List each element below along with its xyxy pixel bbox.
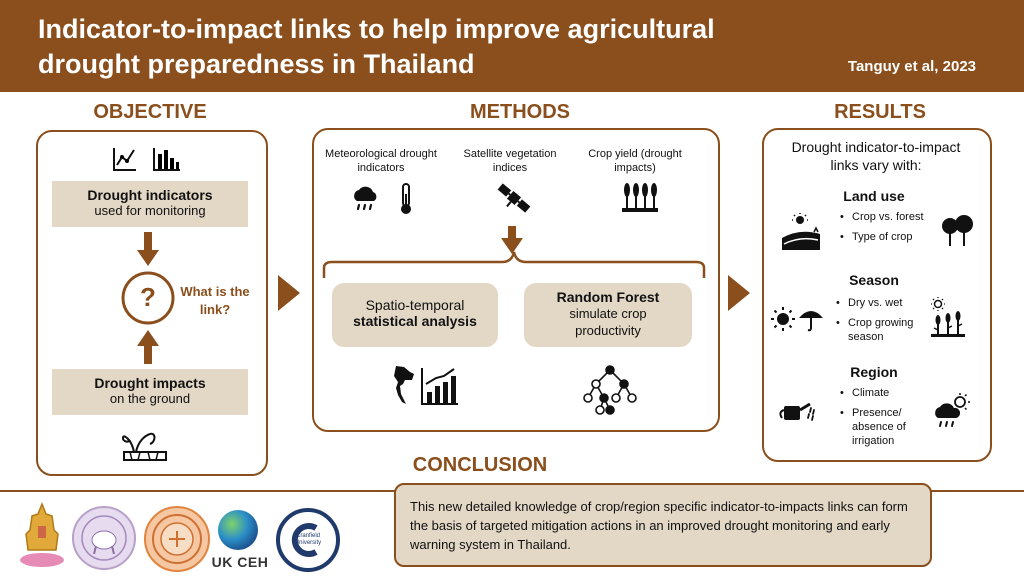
methods-heading: METHODS bbox=[470, 101, 570, 123]
region-list: Climate Presence/ absence of irrigation bbox=[840, 386, 936, 448]
rain-cloud-icon bbox=[350, 184, 380, 214]
question-mark: ? bbox=[140, 282, 156, 312]
watering-can-icon bbox=[778, 398, 818, 432]
link-question: What is the link? bbox=[180, 284, 250, 317]
growing-crops-icon bbox=[928, 296, 968, 338]
random-forest-sub: simulate crop productivity bbox=[569, 306, 647, 338]
citation: Tanguy et al, 2023 bbox=[847, 58, 976, 75]
land-use-list: Crop vs. forest Type of crop bbox=[840, 210, 932, 244]
bar-chart-icon bbox=[152, 146, 182, 172]
methods-panel bbox=[312, 128, 720, 432]
ukceh-globe-icon bbox=[216, 508, 260, 552]
header-banner bbox=[0, 0, 1024, 92]
cranfield-logo-text: Cranfield University bbox=[294, 533, 322, 546]
methods-down-arrow bbox=[501, 226, 523, 254]
conclusion-text: This new detailed knowledge of crop/regi… bbox=[410, 499, 908, 552]
drought-indicators-label: Drought indicators bbox=[87, 187, 213, 203]
statistical-analysis-box: Spatio-temporal statistical analysis bbox=[332, 283, 498, 347]
list-item: Crop growing season bbox=[836, 316, 932, 344]
forest-trees-icon bbox=[940, 214, 974, 248]
random-forest-box: Random Forest simulate crop productivity bbox=[524, 283, 692, 347]
drought-indicators-sub: used for monitoring bbox=[94, 203, 206, 218]
arrow-to-methods bbox=[278, 275, 300, 311]
umbrella-icon bbox=[798, 306, 824, 332]
satellite-icon bbox=[494, 178, 534, 218]
page-title: Indicator-to-impact links to help improv… bbox=[38, 14, 715, 79]
conclusion-heading: CONCLUSION bbox=[412, 454, 548, 476]
random-forest-title: Random Forest bbox=[556, 289, 660, 305]
drought-impacts-sub: on the ground bbox=[109, 391, 191, 406]
up-arrow bbox=[137, 330, 159, 364]
list-item: Type of crop bbox=[840, 230, 932, 244]
department-seal-logo bbox=[144, 506, 210, 572]
wheat-crop-icon bbox=[620, 180, 660, 214]
season-list: Dry vs. wet Crop growing season bbox=[836, 296, 932, 344]
curly-brace bbox=[322, 250, 706, 280]
thailand-map-icon bbox=[388, 364, 416, 406]
university-seal-logo bbox=[72, 506, 136, 570]
method-source-meteorological: Meteorological drought indicators bbox=[325, 148, 437, 174]
method-source-crop-yield: Crop yield (drought impacts) bbox=[588, 148, 682, 174]
decision-tree-icon bbox=[582, 362, 638, 416]
method-source-satellite: Satellite vegetation indices bbox=[463, 148, 557, 174]
objective-heading: OBJECTIVE bbox=[93, 101, 207, 123]
conclusion-box: This new detailed knowledge of crop/regi… bbox=[394, 483, 932, 567]
growth-chart-icon bbox=[420, 366, 460, 406]
cranfield-logo: Cranfield University bbox=[276, 508, 340, 572]
line-chart-icon bbox=[112, 146, 138, 172]
field-sun-icon bbox=[780, 212, 822, 252]
sun-icon bbox=[770, 306, 796, 332]
dry-soil-plant-icon bbox=[122, 422, 168, 464]
list-item: Dry vs. wet bbox=[836, 296, 932, 310]
list-item: Presence/ absence of irrigation bbox=[840, 406, 936, 448]
results-group-season: Season bbox=[849, 272, 899, 288]
results-intro: Drought indicator-to-impact links vary w… bbox=[791, 139, 961, 173]
results-group-land-use: Land use bbox=[843, 188, 905, 204]
drought-impacts-box: Drought impacts on the ground bbox=[52, 369, 248, 415]
analysis-line1: Spatio-temporal bbox=[365, 297, 465, 313]
arrow-to-results bbox=[728, 275, 750, 311]
down-arrow bbox=[137, 232, 159, 266]
list-item: Crop vs. forest bbox=[840, 210, 932, 224]
question-circle bbox=[120, 270, 176, 326]
drought-indicators-box: Drought indicators used for monitoring bbox=[52, 181, 248, 227]
ukceh-logo-text: UK CEH bbox=[211, 554, 269, 570]
results-heading: RESULTS bbox=[834, 101, 926, 123]
chulalongkorn-logo bbox=[18, 502, 66, 570]
drought-impacts-label: Drought impacts bbox=[94, 375, 206, 391]
thermometer-icon bbox=[396, 182, 416, 216]
sun-rain-cloud-icon bbox=[932, 392, 974, 432]
list-item: Climate bbox=[840, 386, 936, 400]
results-group-region: Region bbox=[850, 364, 898, 380]
analysis-line2: statistical analysis bbox=[353, 313, 477, 329]
